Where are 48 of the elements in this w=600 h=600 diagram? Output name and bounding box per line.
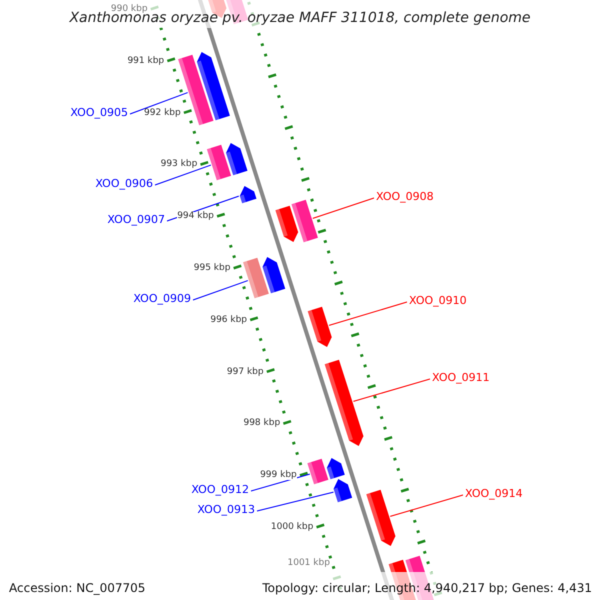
- gene-label: XOO_0912: [191, 484, 249, 495]
- gene-block: [307, 458, 328, 484]
- gene-label: XOO_0908: [376, 191, 434, 202]
- scale-label: 999 kbp: [260, 471, 297, 480]
- gene-label: XOO_0914: [465, 488, 523, 499]
- leader-line: [312, 198, 374, 219]
- gene-block: [292, 200, 318, 242]
- gene-block: [240, 186, 256, 204]
- scale-label: 1001 kbp: [288, 559, 330, 568]
- gene-block: [326, 458, 345, 480]
- leader-line: [256, 492, 334, 512]
- gene-label: XOO_0907: [107, 214, 165, 225]
- scale-label: 996 kbp: [210, 316, 248, 325]
- gene-block: [308, 306, 332, 347]
- gene-label: XOO_0910: [409, 295, 467, 306]
- leader-line: [352, 378, 430, 402]
- scale-label: 991 kbp: [127, 56, 164, 66]
- diagram-title: Xanthomonas oryzae pv. oryzae MAFF 311018, complete genome: [68, 11, 532, 25]
- gene-block: [243, 258, 269, 298]
- gene-block: [196, 52, 230, 120]
- gene-label: XOO_0913: [197, 504, 255, 515]
- gene-label: XOO_0905: [70, 107, 128, 118]
- gene-block: [206, 144, 232, 180]
- leader-line: [250, 474, 310, 492]
- gene-block: [226, 143, 248, 176]
- gene-block: [334, 479, 352, 502]
- leader-line: [390, 494, 464, 517]
- gene-label: XOO_0911: [432, 372, 490, 383]
- leader-line: [154, 164, 212, 186]
- scale-label: 997 kbp: [226, 368, 264, 377]
- leader-line: [192, 280, 248, 300]
- gene-block: [324, 360, 364, 446]
- leader-line: [328, 302, 408, 326]
- accession-text: Accession: NC_007705: [9, 582, 146, 594]
- scale-label: 990 kbp: [110, 5, 148, 14]
- scale-label: 998 kbp: [243, 419, 280, 428]
- leader-line: [130, 92, 188, 114]
- gene-label: XOO_0906: [95, 178, 153, 189]
- scale-label: 993 kbp: [160, 160, 198, 170]
- gene-label: XOO_0909: [133, 293, 191, 304]
- gene-block: [275, 206, 298, 242]
- gene-block: [366, 490, 396, 546]
- scale-label: 992 kbp: [144, 108, 181, 118]
- scale-label: 995 kbp: [194, 264, 230, 273]
- genome-summary-text: Topology: circular; Length: 4,940,217 bp; Genes: 4,431: [262, 582, 592, 594]
- scale-label: 994 kbp: [177, 212, 214, 222]
- scale-label: 1000 kbp: [270, 523, 314, 532]
- gene-block: [262, 257, 286, 294]
